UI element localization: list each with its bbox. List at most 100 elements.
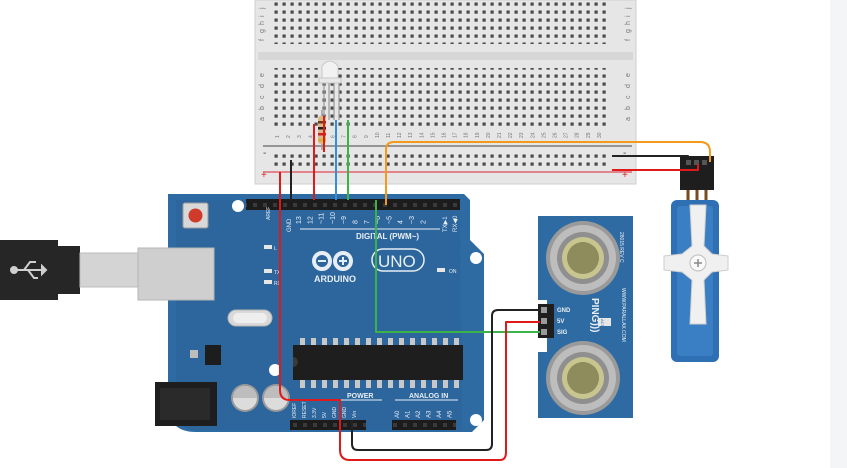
atmega-chip: [293, 345, 463, 380]
wire-green-sensor-sig[interactable]: [375, 200, 540, 333]
mounting-hole: [269, 364, 281, 376]
wire-red-servo[interactable]: [612, 164, 699, 171]
wire-orange-servo-signal[interactable]: [385, 141, 711, 205]
breadboard-column-number: 13: [408, 132, 414, 138]
breadboard-column-number: 11: [386, 133, 392, 138]
uno-label: UNO: [378, 252, 416, 271]
breadboard-row-letter: c: [625, 95, 632, 99]
right-panel-background: [830, 0, 847, 468]
breadboard-column-number: 16: [442, 132, 448, 138]
capacitor: [231, 384, 259, 412]
breadboard-row-letter: j: [259, 7, 266, 10]
rx-pin-label: RX◀0: [453, 215, 459, 232]
digital-pin-label: 7: [364, 220, 371, 224]
power-pin-label: 5V: [322, 411, 328, 418]
ultrasonic-transducer-top: [546, 221, 620, 295]
digital-pin-label: ~11: [319, 213, 326, 224]
digital-pin-label: ~9: [341, 216, 348, 224]
breadboard-column-number: 14: [419, 132, 425, 138]
reset-button-cap[interactable]: [188, 208, 203, 223]
breadboard-column-number: 6: [331, 135, 337, 138]
tx-led: [264, 269, 272, 273]
breadboard-row-letter: e: [259, 73, 266, 77]
rgb-led[interactable]: [318, 60, 342, 120]
power-header[interactable]: [290, 420, 366, 430]
breadboard-row-letter: i: [259, 15, 266, 17]
breadboard-row-letter: d: [259, 84, 266, 88]
atmega-chip-pins-bottom: [296, 380, 462, 388]
digital-pin-label: ~5: [386, 216, 393, 224]
act-led: [598, 318, 611, 326]
power-pin-label: GND: [342, 407, 348, 419]
breadboard-column-number: 23: [519, 132, 525, 138]
breadboard-column-number: 9: [364, 135, 370, 138]
breadboard-row-letter: b: [259, 106, 266, 110]
breadboard-column-number: 10: [375, 132, 381, 138]
breadboard-row-letter: a: [625, 117, 632, 121]
act-label: ACT: [600, 319, 605, 328]
uno-badge: [371, 248, 425, 272]
on-led-label: ON: [449, 269, 457, 275]
sensor-pin-label: SIG: [557, 330, 568, 336]
breadboard-column-number: 4: [308, 135, 314, 138]
breadboard-row-letter: g: [259, 29, 266, 33]
breadboard-row-letter: e: [625, 73, 632, 77]
usb-cable[interactable]: [0, 240, 215, 301]
servo-motor[interactable]: [663, 156, 729, 362]
analog-in-label: ANALOG IN: [409, 393, 448, 400]
rx-led-label: RX: [274, 281, 282, 287]
tx-led-label: TX: [274, 270, 281, 276]
atmega-chip-pins-top: [296, 338, 462, 346]
analog-pin-label: A1: [406, 410, 412, 418]
digital-header[interactable]: [246, 199, 460, 210]
sensor-pin-label: 5V: [557, 319, 564, 325]
voltage-regulator: [205, 345, 221, 365]
breadboard-row-letter: j: [625, 7, 632, 10]
breadboard-column-number: 27: [564, 132, 570, 138]
breadboard-column-number: 8: [353, 135, 359, 138]
usb-port: [137, 247, 215, 301]
sensor-site-label: WWW.PARALLAX.COM: [620, 288, 626, 342]
breadboard-column-number: 26: [553, 132, 559, 138]
wire-black-servo[interactable]: [612, 155, 689, 160]
breadboard-column-number: 21: [497, 132, 503, 138]
breadboard-column-number: 3: [297, 135, 303, 138]
mounting-hole: [470, 414, 482, 426]
analog-header[interactable]: [392, 420, 456, 430]
power-pin-label: RESET: [302, 401, 308, 418]
digital-pin-label: ~10: [330, 212, 337, 224]
breadboard-row-letter: h: [259, 21, 266, 25]
breadboard-column-number: 15: [430, 132, 436, 138]
usb-icon: [10, 261, 48, 279]
ultrasonic-transducer-bottom: [546, 341, 620, 415]
breadboard-column-number: 20: [486, 132, 492, 138]
power-pin-label: GND: [332, 407, 338, 419]
wire-red-5v[interactable]: [279, 172, 540, 461]
breadboard-row-letter: d: [625, 84, 632, 88]
breadboard-row-letter: i: [625, 15, 632, 17]
breadboard-row-letter: f: [259, 39, 266, 41]
wires[interactable]: [279, 116, 711, 461]
mounting-hole: [232, 200, 244, 212]
power-pin-label: 3.3V: [312, 407, 318, 418]
sensor-model-label: PING))): [589, 298, 600, 332]
digital-pin-label: 12: [307, 216, 314, 224]
breadboard-column-number: 7: [342, 135, 348, 138]
digital-pin-label: 8: [353, 220, 360, 224]
digital-pin-label: 13: [296, 216, 303, 224]
analog-pin-label: A5: [448, 410, 454, 418]
analog-pin-label: A3: [427, 410, 433, 418]
sensor-rev-label: 28015 REV C: [618, 232, 624, 263]
arduino-infinity-logo: [312, 251, 353, 271]
breadboard-column-number: 24: [530, 132, 536, 138]
rail-plus-label: +: [261, 170, 267, 181]
breadboard-row-letter: a: [259, 117, 266, 121]
power-pin-label: IOREF: [292, 403, 298, 418]
wire-black-sensor-gnd[interactable]: [351, 309, 540, 451]
aref-label: AREF: [266, 207, 272, 220]
